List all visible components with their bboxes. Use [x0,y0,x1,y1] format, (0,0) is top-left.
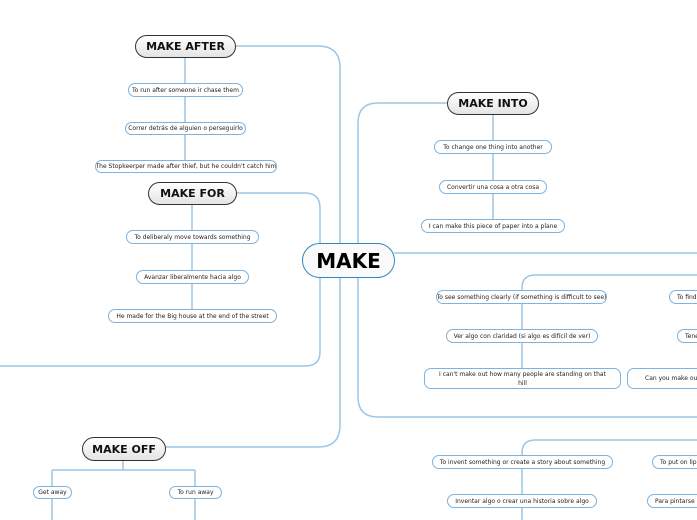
leaf-node[interactable]: To change one thing into another [434,140,552,154]
leaf-node[interactable]: To run after someone ir chase them [128,83,243,97]
leaf-node[interactable]: To see something clearly (if something i… [436,290,607,304]
leaf-node[interactable]: To deliberaly move towards something [126,230,259,244]
topic-make-for[interactable]: MAKE FOR [148,182,237,205]
leaf-node[interactable]: I can't make out how many people are sta… [424,368,621,389]
central-topic[interactable]: MAKE [302,243,395,278]
leaf-node[interactable]: To find i [669,290,697,304]
leaf-node[interactable]: Inventar algo o crear una historia sobre… [447,494,597,508]
topic-make-off[interactable]: MAKE OFF [82,437,166,461]
leaf-node[interactable]: Ver algo con claridad (si algo es difíci… [446,329,598,343]
leaf-node[interactable]: Correr detrás de alguien o perseguirlo [125,122,246,135]
leaf-node[interactable]: Para pintarse l [647,494,697,508]
leaf-node[interactable]: Avanzar liberalmente hacia algo [136,270,249,284]
leaf-node[interactable]: Convertir una cosa a otra cosa [439,180,547,194]
leaf-node[interactable]: To run away [169,486,222,499]
leaf-node[interactable]: The Stopkeerper made after thief, but he… [95,160,277,173]
topic-make-after[interactable]: MAKE AFTER [135,35,236,58]
leaf-node[interactable]: Get away [33,486,72,499]
leaf-node[interactable]: I can make this piece of paper into a pl… [421,219,565,233]
leaf-node[interactable]: To put on lip [652,455,697,469]
leaf-node[interactable]: Tene [677,329,697,343]
topic-make-into[interactable]: MAKE INTO [447,92,539,115]
leaf-node[interactable]: To invent something or create a story ab… [432,455,613,469]
leaf-node[interactable]: He made for the Big house at the end of … [108,309,277,323]
leaf-node[interactable]: Can you make ou [627,368,697,389]
